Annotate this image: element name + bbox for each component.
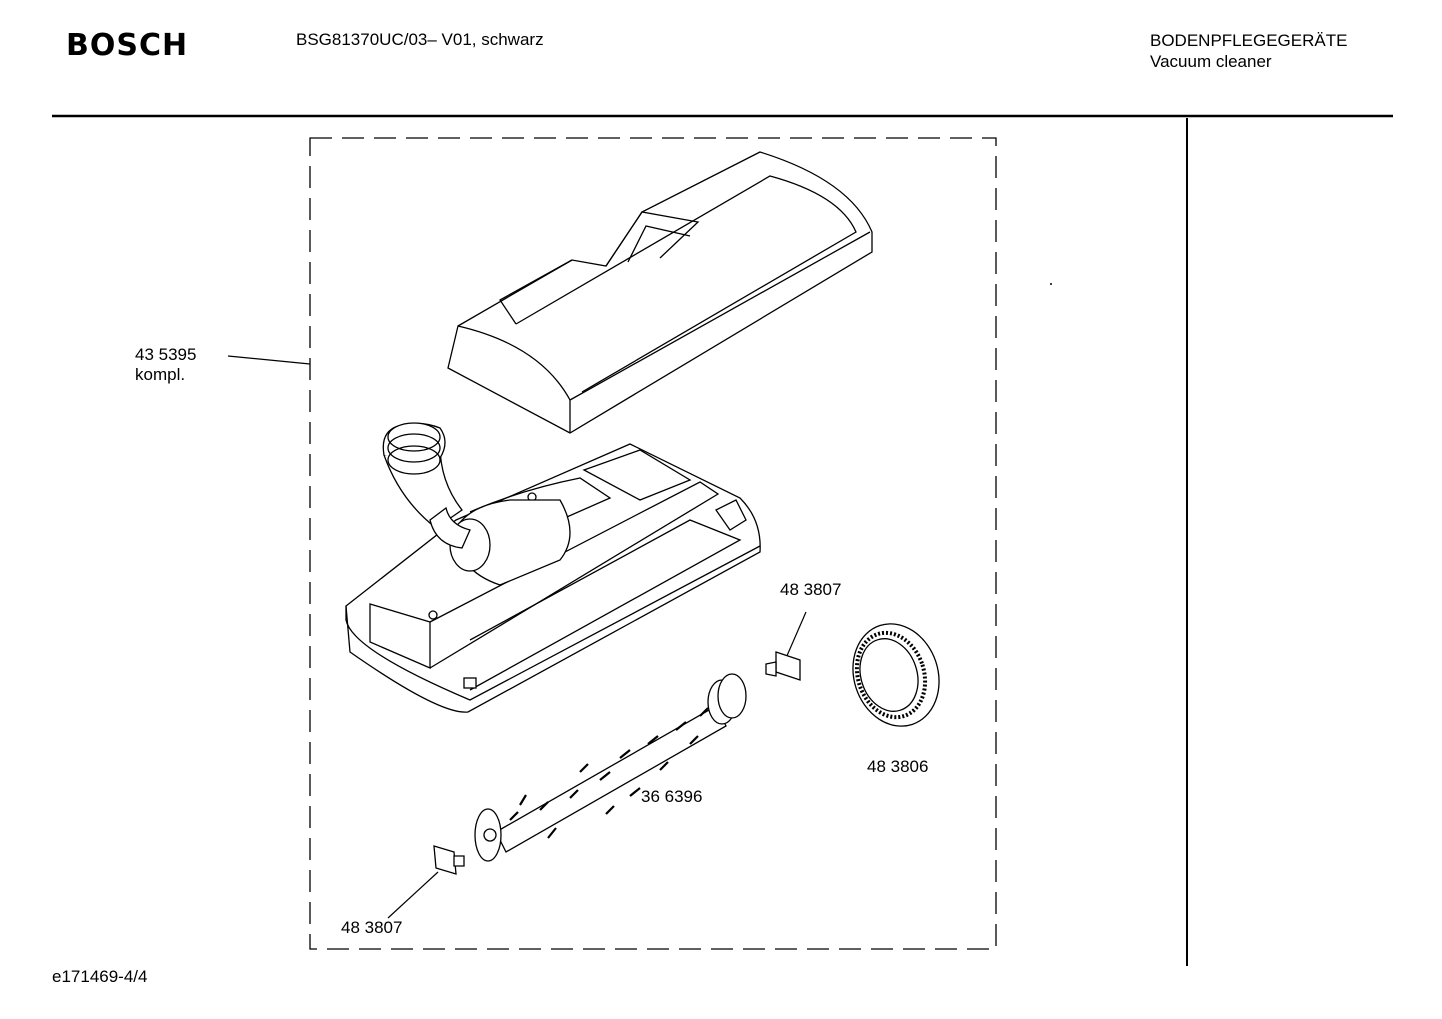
base-housing [345,422,761,713]
drive-belt [852,623,940,727]
leader-clip-right [785,611,807,659]
brand-logo: BOSCH [66,28,189,63]
drawing-id: e171469-4/4 [52,967,148,986]
label-clip-left: 48 3807 [341,918,403,937]
category-en: Vacuum cleaner [1150,52,1272,71]
category-de: BODENPFLEGEGERÄTE [1150,31,1348,50]
leader-clip-left [387,871,439,919]
stray-dot [1050,283,1052,285]
roller-clip-left [433,845,465,875]
label-clip-right: 48 3807 [780,580,842,599]
model-number: BSG81370UC/03– V01, schwarz [296,30,544,49]
roller-clip-right [765,651,801,681]
top-cover [447,151,873,434]
assembly-label: 43 5395 kompl. [135,345,196,385]
assembly-number: 43 5395 [135,345,197,364]
label-belt: 48 3806 [867,757,929,776]
leader-assembly [227,355,311,365]
label-brush-roller: 36 6396 [641,787,703,806]
brush-bristles [509,707,709,839]
category-block: BODENPFLEGEGERÄTE Vacuum cleaner [1150,30,1347,72]
assembly-box [309,137,997,950]
assembly-note: kompl. [135,365,186,384]
brush-roller [474,673,747,862]
